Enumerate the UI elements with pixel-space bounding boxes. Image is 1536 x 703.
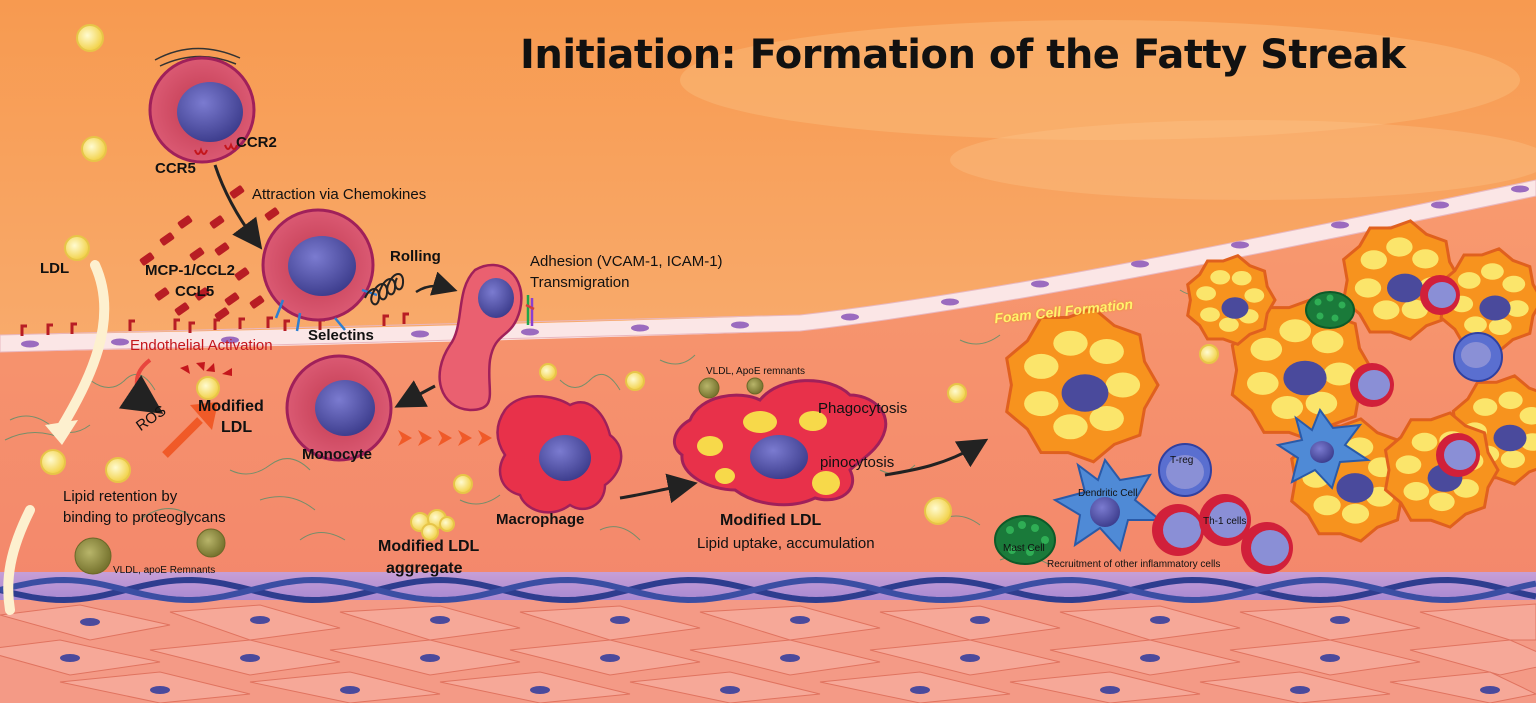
lipid-droplet	[1360, 250, 1388, 270]
lipid-droplet	[1457, 272, 1481, 289]
modified-ldl-center-label: Modified LDL	[720, 512, 822, 529]
th1-cells-label: Th-1 cells	[1203, 516, 1247, 527]
mast-cell-label: Mast Cell	[1003, 543, 1045, 554]
foam-cell-nucleus	[1283, 360, 1327, 396]
recruitment-label: Recruitment of other inflammatory cells	[1047, 559, 1221, 570]
ccl5-label: CCL5	[175, 283, 215, 300]
lipid-droplet	[1210, 270, 1231, 285]
lipid-droplet	[1200, 307, 1220, 322]
lipid-droplet	[1341, 503, 1370, 524]
ccr5-label: CCR5	[155, 160, 196, 177]
adhesion-label: Adhesion (VCAM-1, ICAM-1)	[530, 253, 723, 270]
attraction-label: Attraction via Chemokines	[252, 186, 427, 203]
lipid-droplet	[1219, 317, 1239, 332]
lipid-droplet	[1311, 330, 1344, 354]
foam-cell-nucleus	[1493, 424, 1527, 452]
lipid-droplet	[1247, 371, 1279, 395]
lipid-droplet	[1105, 372, 1141, 398]
lipid-droplet	[1386, 237, 1413, 257]
lipid-retention-label-2: binding to proteoglycans	[63, 509, 226, 526]
lipid-droplet	[1395, 455, 1422, 475]
selectins-label: Selectins	[308, 327, 374, 344]
modified-ldl-label-2: LDL	[221, 419, 253, 436]
lipid-droplet	[1473, 398, 1498, 416]
lipid-droplet	[1024, 391, 1059, 417]
lipid-droplet	[1196, 286, 1216, 301]
lipid-droplet	[1323, 362, 1356, 386]
lipid-droplet	[1502, 275, 1526, 293]
lipid-droplet	[1250, 337, 1283, 361]
dendritic-cell-label: Dendritic Cell	[1078, 488, 1138, 499]
lipid-droplet	[1498, 391, 1523, 410]
lipid-droplet	[1500, 450, 1525, 469]
lipid-droplet	[1231, 271, 1252, 286]
vldl-mid-label: VLDL, ApoE remnants	[706, 366, 805, 377]
lipid-droplet	[1053, 414, 1088, 440]
lipid-droplet	[1244, 288, 1265, 303]
lipid-droplet	[1053, 330, 1088, 356]
foam-cell-nucleus	[1479, 295, 1511, 321]
ldl-label: LDL	[40, 260, 70, 277]
monocyte-label: Monocyte	[302, 446, 373, 463]
lipid-droplet	[1519, 407, 1536, 425]
endothelial-activation-label: Endothelial Activation	[130, 337, 273, 354]
lipid-droplet	[1089, 339, 1124, 364]
diagram-title: Initiation: Formation of the Fatty Strea…	[520, 32, 1406, 78]
modified-ldl-aggregate-label-1: Modified LDL	[378, 538, 480, 555]
foam-cell-nucleus	[1387, 273, 1423, 303]
lipid-droplet	[1464, 316, 1487, 334]
macrophage-label: Macrophage	[496, 511, 585, 528]
lipid-droplet	[1313, 495, 1341, 516]
lipid-droplet	[1279, 319, 1311, 343]
lipid-uptake-label: Lipid uptake, accumulation	[697, 535, 875, 552]
lipid-droplet	[1305, 391, 1338, 415]
rolling-label: Rolling	[390, 248, 441, 265]
lipid-droplet	[1505, 300, 1529, 317]
lipid-droplet	[1354, 278, 1382, 298]
phagocytosis-label: Phagocytosis	[818, 400, 908, 417]
modified-ldl-label-1: Modified	[198, 398, 264, 415]
pinocytosis-label: pinocytosis	[820, 454, 895, 471]
lipid-droplet	[1411, 432, 1438, 452]
foam-cell-nucleus	[1336, 473, 1374, 503]
lipid-droplet	[1429, 492, 1455, 512]
t-reg-label: T-reg	[1170, 455, 1194, 466]
lipid-retention-label-1: Lipid retention by	[63, 488, 178, 505]
foam-cell-nucleus	[1221, 297, 1249, 319]
modified-ldl-aggregate-label-2: aggregate	[386, 560, 463, 577]
lipid-droplet	[1089, 406, 1124, 431]
lipid-droplet	[1401, 299, 1429, 319]
transmigration-label: Transmigration	[530, 274, 630, 291]
lipid-droplet	[1024, 353, 1059, 379]
lipid-droplet	[1373, 300, 1400, 320]
lipid-droplet	[1403, 482, 1430, 501]
lipid-droplet	[1488, 318, 1512, 336]
lipid-droplet	[1271, 396, 1304, 419]
ccr2-label: CCR2	[236, 134, 277, 151]
mcp1-label: MCP-1/CCL2	[145, 262, 236, 279]
lipid-droplet	[1481, 263, 1504, 280]
vldl-left-label: VLDL, apoE Remnants	[113, 565, 216, 576]
foam-cell-nucleus	[1061, 374, 1109, 412]
lipid-droplet	[1412, 249, 1439, 269]
